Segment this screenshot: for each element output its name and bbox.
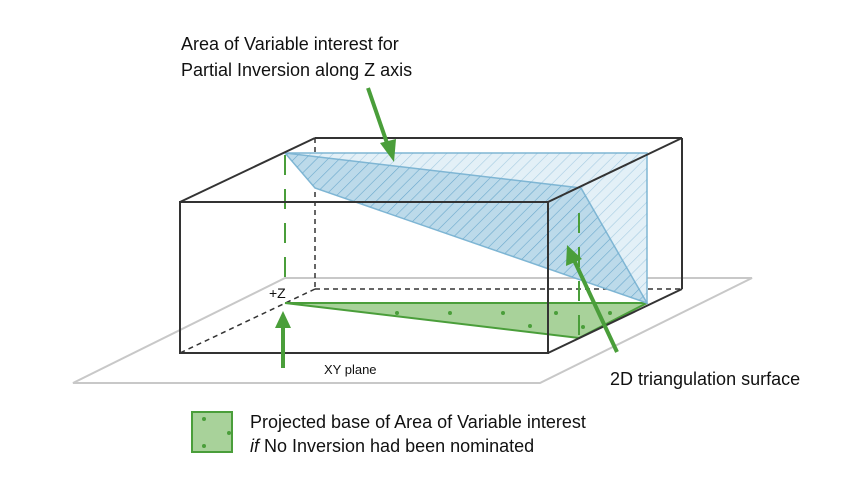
title-line-2: Partial Inversion along Z axis	[181, 60, 413, 80]
arrows	[275, 87, 619, 368]
plane-label: XY plane	[324, 362, 377, 377]
legend-line-1: Projected base of Area of Variable inter…	[250, 412, 586, 432]
box-hidden-edges	[179, 138, 682, 354]
surface-arrow	[572, 259, 619, 353]
legend-line-2: if No Inversion had been nominated	[250, 434, 534, 458]
title-arrow	[366, 87, 390, 147]
legend-line-2-text: No Inversion had been nominated	[259, 436, 535, 456]
xy-plane	[72, 277, 753, 384]
title-line-1: Area of Variable interest for	[181, 34, 399, 54]
base-dots	[395, 311, 612, 329]
z-label: +Z	[269, 285, 286, 301]
legend-swatch	[191, 411, 233, 453]
projection-lines	[284, 155, 580, 338]
box	[179, 137, 683, 354]
legend-if: if	[250, 436, 259, 456]
surface-label: 2D triangulation surface	[610, 369, 801, 389]
